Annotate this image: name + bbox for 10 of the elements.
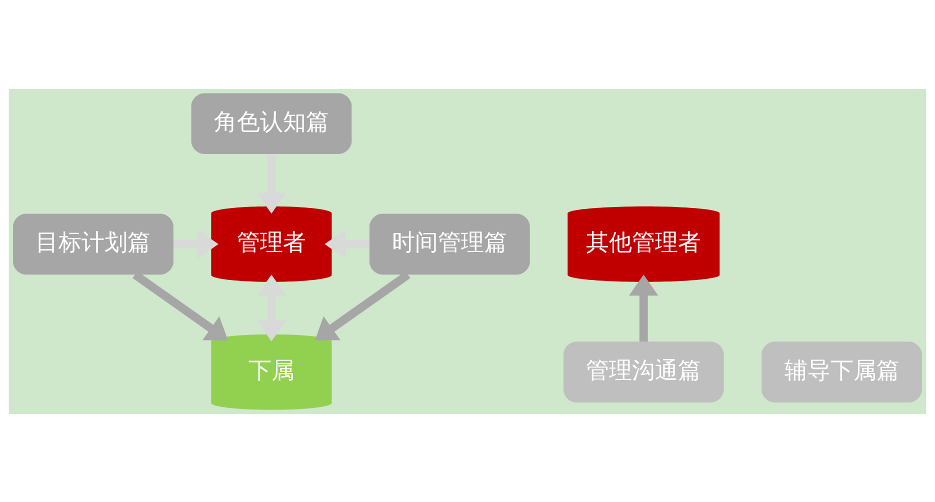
node-box: 目标计划篇 — [13, 213, 174, 274]
node-box: 辅导下属篇 — [762, 341, 922, 402]
arrow — [256, 274, 286, 341]
node-box: 时间管理篇 — [369, 213, 530, 274]
node-box: 管理沟通篇 — [563, 341, 724, 402]
node-box: 角色认知篇 — [191, 92, 352, 154]
arrow — [628, 274, 658, 342]
arrow — [174, 229, 218, 258]
arrow — [324, 229, 370, 258]
arrow — [256, 154, 286, 214]
